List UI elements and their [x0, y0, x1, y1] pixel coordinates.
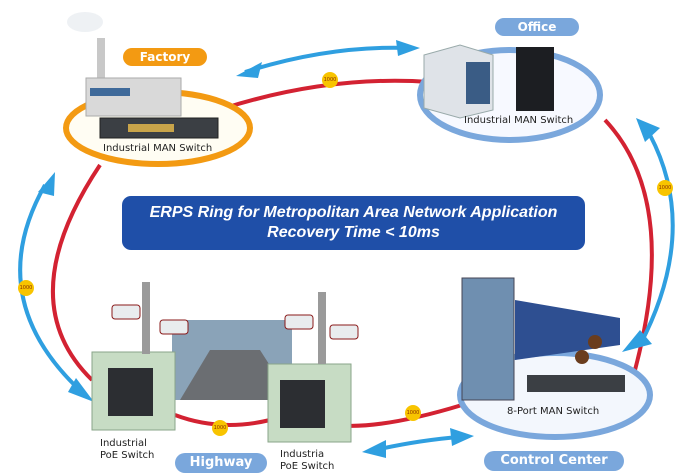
- control-switch-device: [527, 375, 625, 392]
- arrowhead-highway: [362, 440, 386, 458]
- site-label-control-center: Control Center: [484, 451, 624, 471]
- site-label-factory: Factory: [123, 48, 207, 66]
- link-speed-badge: 1000: [18, 280, 34, 296]
- operator-2: [575, 350, 589, 364]
- title-line-1: ERPS Ring for Metropolitan Area Network …: [149, 204, 558, 221]
- poe-switch-1: [108, 368, 153, 416]
- camera-3: [284, 314, 314, 330]
- control-center-device-label: 8-Port MAN Switch: [507, 406, 600, 417]
- link-speed-badge: 1000: [405, 405, 421, 421]
- camera-1: [111, 304, 141, 320]
- link-speed-badge: 1000: [322, 72, 338, 88]
- poe-switch-2: [280, 380, 325, 428]
- factory-device-label: Industrial MAN Switch: [103, 143, 213, 154]
- video-wall: [515, 300, 620, 360]
- arrowhead-control-right: [622, 330, 652, 352]
- factory-smoke: [67, 12, 103, 32]
- highway-switch-1-line2: PoE Switch: [100, 450, 155, 461]
- ring-link-highway-factory: [50, 163, 102, 382]
- highway-switch-1-label: Industrial PoE Switch: [100, 438, 154, 462]
- highway-switch-2-line2: PoE Switch: [280, 461, 335, 472]
- title-banner: ERPS Ring for Metropolitan Area Network …: [122, 196, 585, 250]
- highway-switch-2-label: Industria PoE Switch: [280, 449, 334, 473]
- arrowhead-factory: [236, 62, 262, 78]
- control-center-tower: [461, 277, 515, 401]
- pole-1: [142, 282, 150, 354]
- office-switch-device: [516, 47, 554, 111]
- operator-1: [588, 335, 602, 349]
- highway-road: [180, 350, 292, 400]
- camera-4: [329, 324, 359, 340]
- link-speed-badge: 1000: [212, 420, 228, 436]
- factory-chimney: [97, 38, 105, 83]
- arrowhead-office: [396, 40, 420, 56]
- highway-switch-1-line1: Industrial: [100, 438, 147, 449]
- site-label-highway: Highway: [175, 453, 267, 473]
- pole-2: [318, 292, 326, 364]
- arrowhead-office-right: [636, 118, 660, 142]
- site-label-office: Office: [495, 18, 579, 36]
- arrow-control-highway: [374, 435, 461, 452]
- arrowhead-highway-left: [68, 378, 94, 402]
- arrow-office-control: [638, 134, 675, 346]
- camera-2: [159, 319, 189, 335]
- office-building-windows: [466, 62, 490, 104]
- factory-building: [85, 77, 182, 117]
- ring-link-control-highway: [334, 403, 463, 428]
- factory-switch-ports: [128, 124, 174, 132]
- arrowhead-control-bottom: [450, 428, 474, 446]
- link-speed-badge: 1000: [657, 180, 673, 196]
- arrowhead-factory-left: [38, 172, 55, 196]
- ring-link-office-control: [603, 118, 654, 371]
- arrow-factory-office: [244, 45, 411, 74]
- title-line-2: Recovery Time < 10ms: [267, 224, 440, 241]
- factory-windows: [90, 88, 130, 96]
- office-device-label: Industrial MAN Switch: [464, 115, 574, 126]
- highway-switch-2-line1: Industria: [280, 449, 325, 460]
